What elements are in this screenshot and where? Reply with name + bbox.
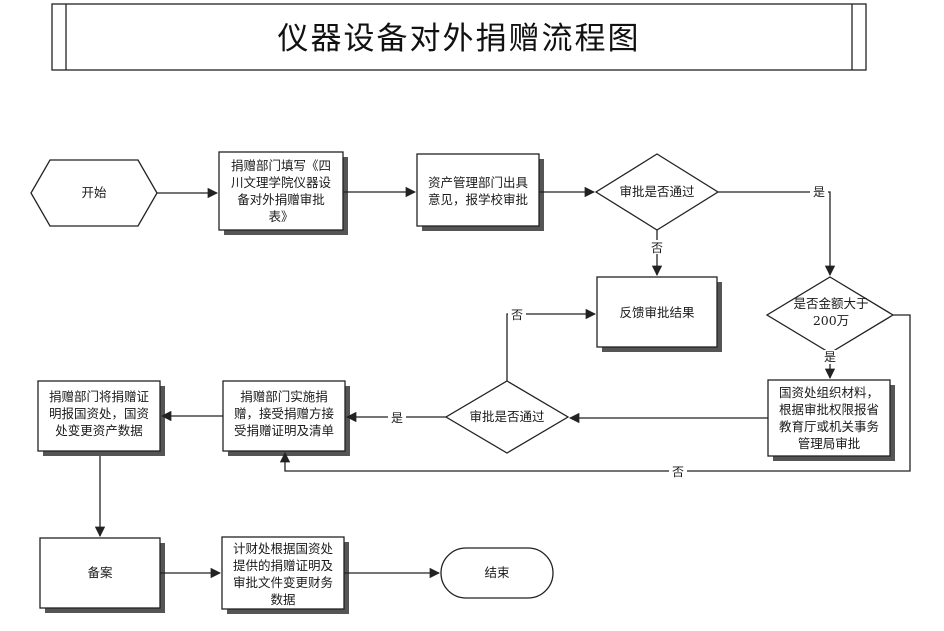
feedback-box: 反馈审批结果 <box>596 276 722 352</box>
edge-label-yes-3: 是 <box>391 411 403 425</box>
start-label: 开始 <box>81 185 107 200</box>
approval-2-label: 审批是否通过 <box>469 409 545 424</box>
provincial-line-2: 根据审批权限报省 <box>779 402 879 417</box>
approval-1-label: 审批是否通过 <box>619 184 695 199</box>
label-bg-yes1 <box>810 184 828 198</box>
approval-diamond-2: 审批是否通过 <box>444 380 570 454</box>
finance-line-3: 审批文件变更财务 <box>233 575 333 590</box>
provincial-approval-box: 国资处组织材料， 根据审批权限报省 教育厅或机关事务 管理局审批 <box>767 379 895 461</box>
provincial-line-3: 教育厅或机关事务 <box>779 419 879 434</box>
edge-approval2-no <box>506 308 597 381</box>
finance-line-4: 数据 <box>270 592 295 607</box>
edge-label-no-3: 否 <box>672 465 684 479</box>
report-line-3: 处变更资产数据 <box>55 423 143 438</box>
asset-opinion-box: 资产管理部门出具 意见，报学校审批 <box>416 153 544 231</box>
fill-form-line-4: 表》 <box>268 209 293 224</box>
report-line-1: 捐赠部门将捐赠证 <box>49 389 150 404</box>
finance-line-1: 计财处根据国资处 <box>233 541 334 556</box>
start-node: 开始 <box>30 159 158 227</box>
approval-diamond-1: 审批是否通过 <box>594 153 720 231</box>
finance-box: 计财处根据国资处 提供的捐赠证明及 审批文件变更财务 数据 <box>221 536 349 614</box>
implement-line-1: 捐赠部门实施捐 <box>240 389 328 404</box>
edge-label-no-2: 否 <box>511 308 523 322</box>
fill-form-line-3: 备对外捐赠审批 <box>237 192 325 207</box>
archive-box: 备案 <box>39 537 165 613</box>
edge-label-yes-2: 是 <box>824 350 836 364</box>
edge-approval1-yes <box>718 191 836 277</box>
provincial-line-4: 管理局审批 <box>798 436 861 451</box>
fill-form-line-2: 川文理学院仪器设 <box>231 175 332 190</box>
asset-opinion-line-1: 资产管理部门出具 <box>428 175 529 190</box>
asset-opinion-line-2: 意见，报学校审批 <box>428 192 528 207</box>
title-frame: 仪器设备对外捐赠流程图 <box>51 3 867 71</box>
edge-label-yes-1: 是 <box>813 185 825 199</box>
feedback-label: 反馈审批结果 <box>619 305 695 320</box>
implement-line-2: 赠，接受捐赠方接 <box>234 406 335 421</box>
archive-label: 备案 <box>87 565 113 580</box>
label-bg-no2 <box>508 307 526 321</box>
edge-amount-no <box>279 314 911 472</box>
amount-check-line-1: 是否金额大于 <box>793 296 868 311</box>
implement-line-3: 受捐赠证明及清单 <box>234 423 334 438</box>
edge-label-no-1: 否 <box>651 241 663 255</box>
label-bg-yes2 <box>822 350 838 364</box>
label-bg-no3 <box>669 464 687 478</box>
amount-check-line-2: 200万 <box>813 313 849 328</box>
fill-form-line-1: 捐赠部门填写《四 <box>231 158 331 173</box>
end-label: 结束 <box>484 565 510 580</box>
fill-form-box: 捐赠部门填写《四 川文理学院仪器设 备对外捐赠审批 表》 <box>218 151 348 235</box>
label-bg-no1 <box>648 240 666 254</box>
provincial-line-1: 国资处组织材料， <box>779 385 879 400</box>
label-bg-yes3 <box>388 410 406 424</box>
implement-box: 捐赠部门实施捐 赠，接受捐赠方接 受捐赠证明及清单 <box>222 380 350 456</box>
page-title: 仪器设备对外捐赠流程图 <box>278 21 641 57</box>
report-box: 捐赠部门将捐赠证 明报国资处，国资 处变更资产数据 <box>37 380 165 456</box>
end-node: 结束 <box>440 547 554 599</box>
amount-check-diamond: 是否金额大于 200万 <box>765 276 895 354</box>
finance-line-2: 提供的捐赠证明及 <box>233 558 334 573</box>
report-line-2: 明报国资处，国资 <box>49 406 149 421</box>
